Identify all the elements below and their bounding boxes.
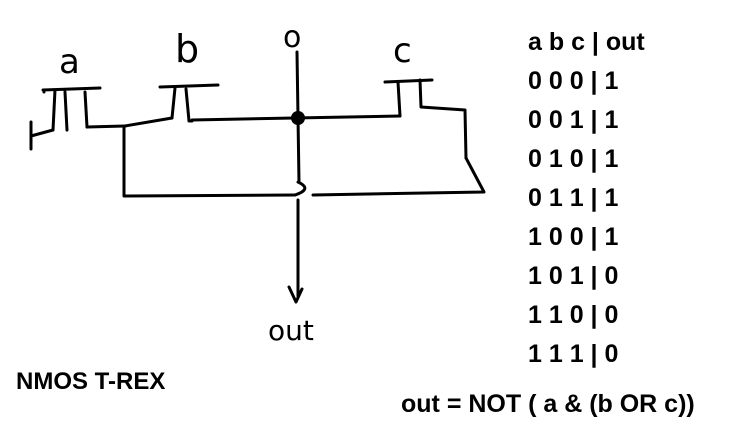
truth-table-row: 1 0 0 | 1 [528,223,619,251]
truth-table-row: 0 1 1 | 1 [528,184,619,212]
transistor-b-channel [184,87,194,123]
truth-table-row: 0 0 1 | 1 [528,106,619,134]
truth-table-row: 1 1 1 | 0 [528,340,619,368]
label-b: b [175,27,199,71]
transistor-c-gate-plate [396,80,402,118]
transistor-c [383,78,468,160]
truth-table-header: a b c | out [528,28,645,56]
truth-table: a b c | out 0 0 0 | 1 0 0 1 | 1 0 1 0 | … [528,24,645,375]
return-wire-left [122,125,297,198]
truth-table-row: 1 1 0 | 0 [528,301,619,329]
wiring [122,50,486,304]
junction-dot [291,111,305,125]
transistor-a-gate-input [29,120,55,151]
label-c: c [393,31,412,71]
transistor-b-gate-plate [170,86,177,120]
boolean-equation: out = NOT ( a & (b OR c)) [401,390,695,418]
output-arrow [287,285,304,304]
wire-crossover-hop [293,180,307,197]
transistor-a [29,86,127,151]
truth-table-row: 0 0 0 | 1 [528,67,619,95]
label-a: a [59,42,80,82]
truth-table-row: 1 0 1 | 0 [528,262,619,290]
return-wire-right [311,156,486,197]
transistor-a-channel [41,86,102,132]
transistor-b-lead [123,116,174,128]
transistor-a-gate-plate [51,88,57,132]
transistor-b [123,83,220,128]
transistor-c-channel [418,78,468,160]
diagram-title: NMOS T-REX [16,368,166,395]
label-out: out [268,314,314,347]
transistor-c-gate-line [383,78,434,84]
transistor-a-source [85,124,127,129]
label-top-node: o [283,20,301,55]
transistor-b-gate-line [158,83,220,89]
truth-table-row: 0 1 0 | 1 [528,145,619,173]
